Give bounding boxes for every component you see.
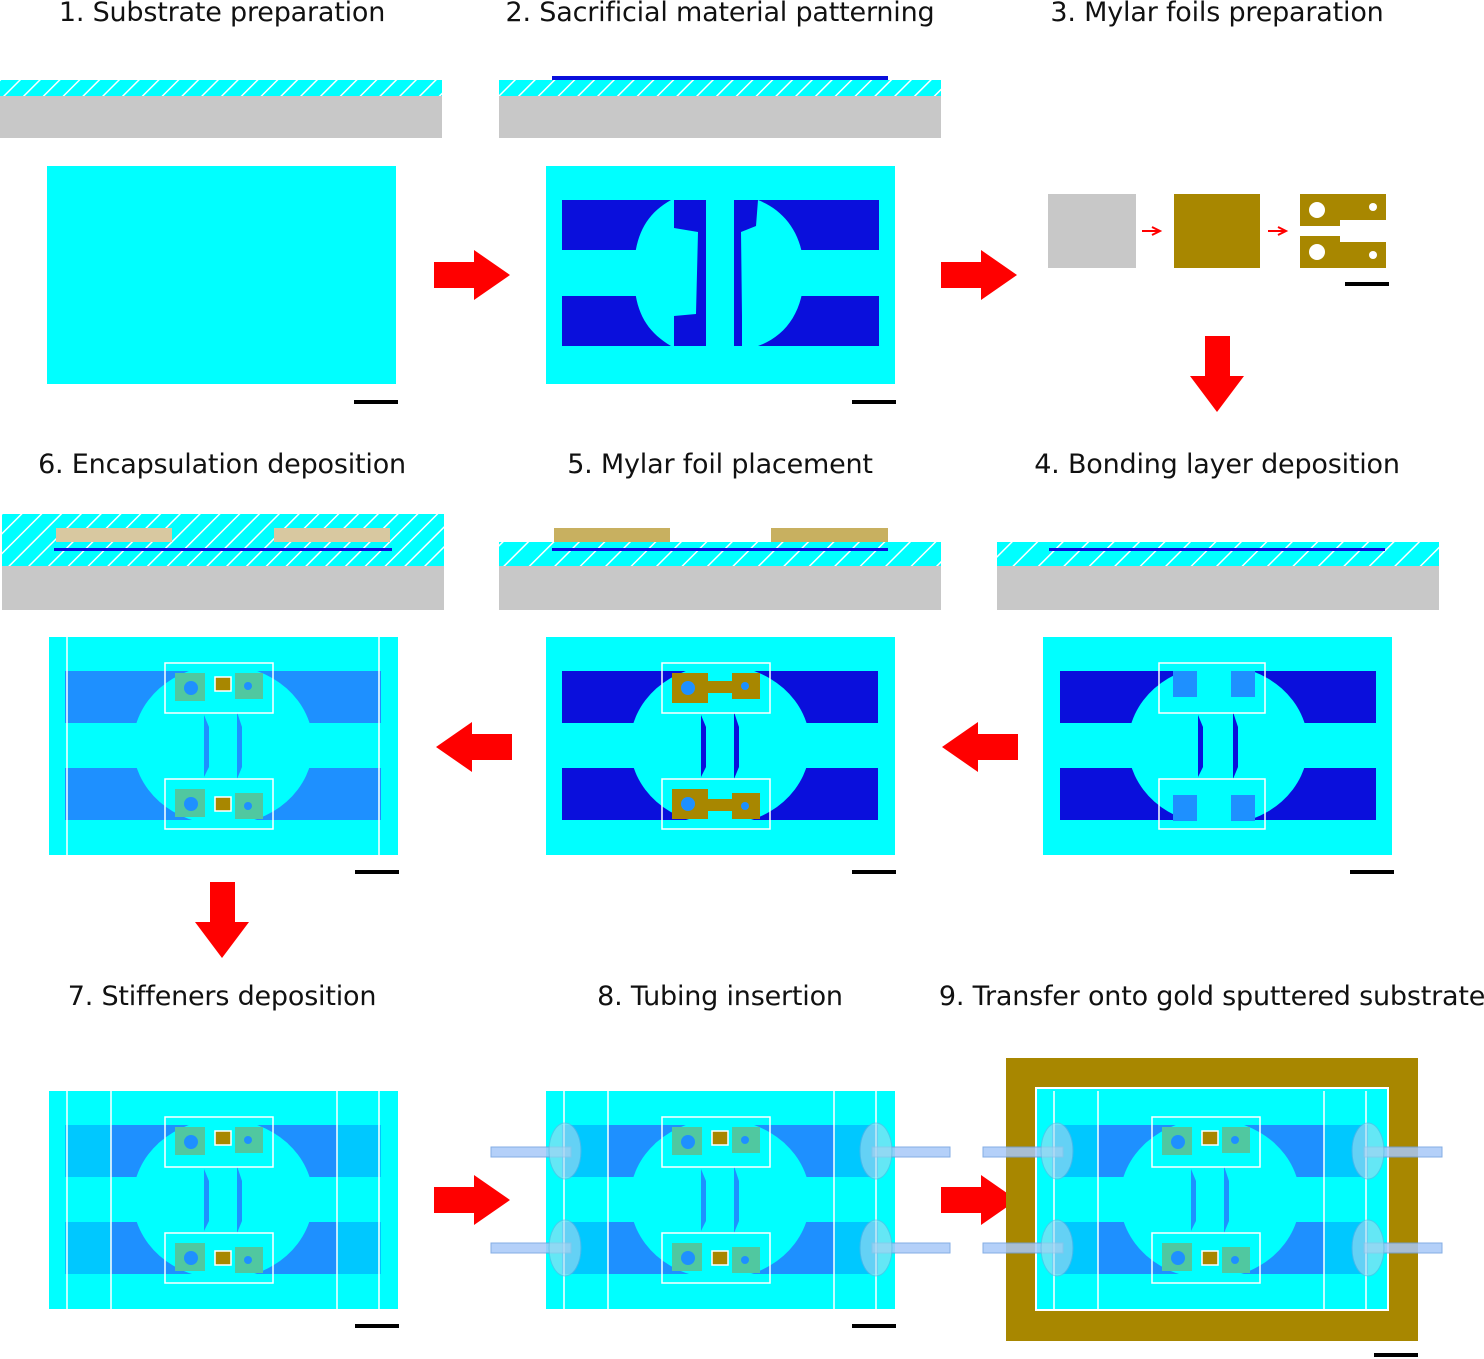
step-9-title: 9. Transfer onto gold sputtered substrat… <box>938 981 1484 1012</box>
step-6-cross-section <box>2 514 444 610</box>
step-1-title: 1. Substrate preparation <box>58 0 386 28</box>
arrow-7-to-8 <box>434 1175 510 1225</box>
step-8-tubing <box>490 1122 951 1277</box>
step-8-scale-bar <box>852 1324 896 1328</box>
step-2-scale-bar <box>852 400 896 404</box>
step-6-scale-bar <box>355 870 399 874</box>
step-2-cross-section <box>499 76 941 138</box>
step-8-top-view <box>546 1091 895 1309</box>
step-4-cross-section <box>997 542 1439 610</box>
step-6-title: 6. Encapsulation deposition <box>38 449 406 480</box>
step-6-top-view <box>49 637 398 855</box>
step-7-top-view <box>49 1091 398 1309</box>
arrow-1-to-2 <box>434 250 510 300</box>
step-4-scale-bar <box>1350 870 1394 874</box>
arrow-4-to-5 <box>942 722 1018 772</box>
step-2-title: 2. Sacrificial material patterning <box>505 0 935 28</box>
step-1-cross-section <box>0 80 442 138</box>
step-7-title: 7. Stiffeners deposition <box>67 981 377 1012</box>
step-9-tubing <box>982 1122 1443 1277</box>
step-7-scale-bar <box>355 1324 399 1328</box>
step-5-cross-section <box>499 528 941 610</box>
arrow-8-to-9 <box>941 1175 1017 1225</box>
step-5-title: 5. Mylar foil placement <box>567 449 873 480</box>
arrow-3-to-4 <box>1190 336 1244 412</box>
step-1-scale-bar <box>354 400 398 404</box>
step-5-top-view <box>546 637 895 855</box>
arrow-2-to-3 <box>941 250 1017 300</box>
step-9-scale-bar <box>1374 1353 1418 1357</box>
step-3-title: 3. Mylar foils preparation <box>1050 0 1384 28</box>
step-4-top-view <box>1043 637 1392 855</box>
arrow-6-to-7 <box>195 882 249 958</box>
step-9-top-view <box>1035 1087 1389 1311</box>
step-4-title: 4. Bonding layer deposition <box>1034 449 1400 480</box>
step-3-mylar-foils <box>1048 194 1386 268</box>
step-3-scale-bar <box>1345 282 1389 286</box>
step-1-top-view <box>47 166 396 384</box>
step-5-scale-bar <box>852 870 896 874</box>
step-8-title: 8. Tubing insertion <box>597 981 843 1012</box>
step-2-top-view <box>546 166 895 384</box>
arrow-5-to-6 <box>436 722 512 772</box>
